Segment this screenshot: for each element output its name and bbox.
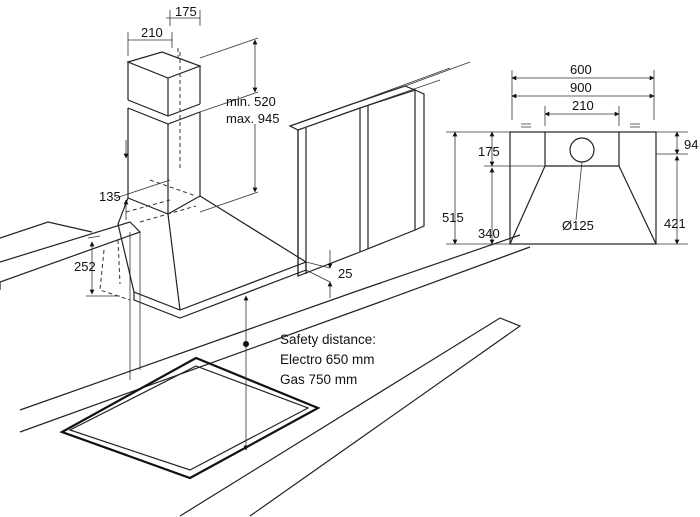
dim-210-front-label: 210 — [572, 98, 594, 113]
dim-175-front-label: 175 — [478, 144, 500, 159]
hood-canopy — [99, 179, 308, 319]
perspective-view: 175 210 min. 520 max. 945 135 252 25 — [0, 4, 531, 517]
dim-600-label: 600 — [570, 62, 592, 77]
dim-25-label: 25 — [338, 266, 352, 281]
dim-421-label: 421 — [664, 216, 686, 231]
front-view: Ø125 600 900 210 94 421 515 175 340 — [442, 62, 698, 245]
dim-135-label: 135 — [99, 189, 121, 204]
dim-outlet-label: Ø125 — [562, 218, 594, 233]
dim-94-label: 94 — [684, 137, 698, 152]
dim-515-label: 515 — [442, 210, 464, 225]
safety-gas: Gas 750 mm — [280, 372, 357, 387]
dim-chimney-max-label: max. 945 — [226, 111, 279, 126]
dim-252-label: 252 — [74, 259, 96, 274]
dim-chimney-min-label: min. 520 — [226, 94, 276, 109]
dim-chimney-width-label: 210 — [141, 25, 163, 40]
hood-front-outline — [509, 131, 657, 245]
dim-340-label: 340 — [478, 226, 500, 241]
chimney — [126, 48, 202, 214]
hob — [59, 356, 321, 480]
wall-cabinets — [288, 61, 471, 277]
dim-chimney-depth-label: 175 — [175, 4, 197, 19]
outlet-circle — [569, 137, 595, 163]
safety-title: Safety distance: — [280, 332, 376, 347]
safety-electro: Electro 650 mm — [280, 352, 375, 367]
dim-900-label: 900 — [570, 80, 592, 95]
